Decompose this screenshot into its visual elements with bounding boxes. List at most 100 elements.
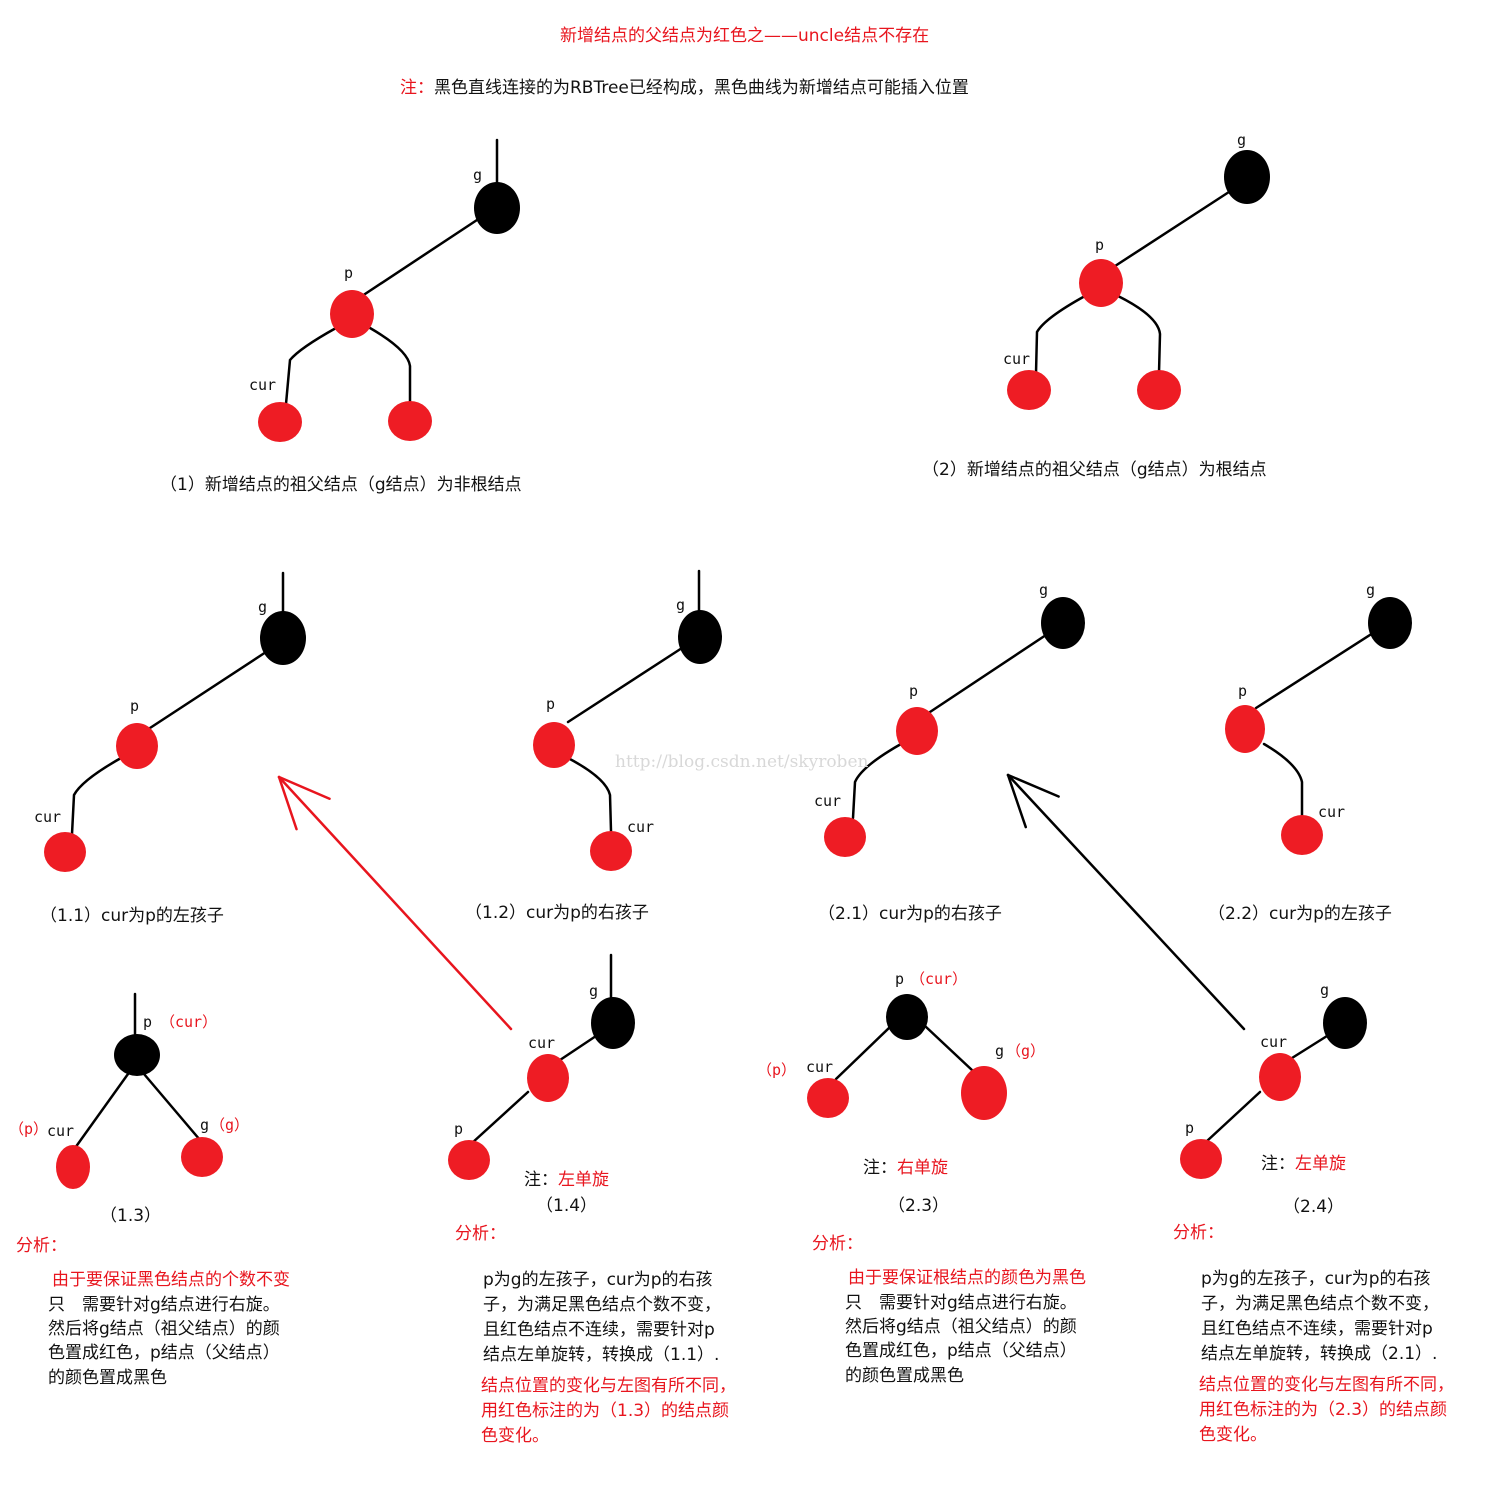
- node-label-p: p: [895, 970, 905, 988]
- tree-edge: [1290, 1034, 1329, 1060]
- node-g-black: [1224, 150, 1270, 204]
- analysis-2-3-line: 然后将g结点（祖父结点）的颜: [845, 1317, 1077, 1337]
- node-label-g: g: [995, 1042, 1005, 1060]
- tree-edge: [470, 1090, 530, 1145]
- analysis-1-4-red-line: 色变化。: [481, 1426, 549, 1446]
- caption-2-2: （2.2）cur为p的左孩子: [1208, 904, 1392, 924]
- watermark: http://blog.csdn.net/skyroben: [615, 752, 869, 772]
- analysis-2-4-line: p为g的左孩子，cur为p的右孩: [1201, 1269, 1431, 1289]
- node-label-g: g: [1320, 981, 1330, 999]
- arrow-shaft: [277, 775, 513, 1031]
- tree-edge: [834, 1024, 893, 1081]
- node-label-cur: cur: [1260, 1033, 1288, 1051]
- analysis-1-4-red-line: 用红色标注的为（1.3）的结点颜: [481, 1401, 730, 1421]
- node-g-red: [961, 1066, 1007, 1120]
- caption-1-3: （1.3）: [100, 1206, 162, 1226]
- node-p-red: [896, 707, 938, 755]
- analysis-1-3-line: 色置成红色，p结点（父结点）: [48, 1343, 280, 1363]
- node-label-cur: cur: [528, 1034, 556, 1052]
- node-g-red: [181, 1137, 223, 1177]
- note-prefix: 注：: [400, 78, 434, 98]
- node-label-p: p: [909, 682, 919, 700]
- edges-layer: [70, 138, 1375, 1150]
- insert-curve: [284, 326, 338, 406]
- note-text: 黑色直线连接的为RBTree已经构成，黑色曲线为新增结点可能插入位置: [434, 78, 969, 98]
- analysis-1-3-line: 然后将g结点（祖父结点）的颜: [48, 1319, 280, 1339]
- node-label-g: g: [473, 166, 483, 184]
- tree-edge: [1110, 188, 1234, 270]
- transform-arrow-red: [277, 775, 513, 1031]
- insert-curve: [566, 756, 613, 833]
- node-p-red: [1180, 1139, 1222, 1179]
- node-label-cur: cur: [814, 792, 842, 810]
- tree-edge: [360, 216, 482, 298]
- node-label-p: p: [1238, 682, 1248, 700]
- rotation-prefix: 注：: [863, 1158, 897, 1178]
- rotation-prefix: 注：: [1261, 1154, 1295, 1174]
- caption-1-4: （1.4）: [536, 1196, 598, 1216]
- node-label-p-cur: （cur）: [910, 970, 968, 988]
- node-label-cur: cur: [627, 818, 655, 836]
- analysis-2-4-red-line: 结点位置的变化与左图有所不同，: [1199, 1375, 1454, 1395]
- node-label-p: p: [1185, 1119, 1195, 1137]
- node-label-g: g: [1366, 581, 1376, 599]
- analysis-2-3-line: 只 需要针对g结点进行右旋。: [845, 1293, 1077, 1313]
- analysis-1-4-line: 且红色结点不连续，需要针对p: [483, 1320, 715, 1340]
- node-label-p: p: [454, 1120, 464, 1138]
- node-p-black: [886, 994, 928, 1040]
- node-cur-red: [44, 832, 86, 872]
- node-label-g: g: [1039, 581, 1049, 599]
- node-p-red: [448, 1140, 490, 1180]
- node-cur-red: [1281, 815, 1323, 855]
- analysis-heading-2-4: 分析：: [1173, 1223, 1224, 1243]
- node-g-black: [474, 182, 520, 234]
- arrow-head: [1006, 773, 1060, 798]
- node-p-red: [330, 290, 374, 338]
- node-label-cur: cur: [47, 1122, 75, 1140]
- tree-edge: [566, 646, 684, 724]
- analysis-1-3-line: 的颜色置成黑色: [48, 1368, 167, 1388]
- page-title: 新增结点的父结点为红色之——uncle结点不存在: [560, 26, 930, 46]
- node-label-g: g: [200, 1116, 210, 1134]
- rotation-prefix: 注：: [524, 1170, 558, 1190]
- caption-1: （1）新增结点的祖父结点（g结点）为非根结点: [160, 475, 522, 495]
- node-label-cur: cur: [249, 376, 277, 394]
- analysis-2-3-line: 的颜色置成黑色: [845, 1366, 964, 1386]
- tree-edge: [1205, 1090, 1262, 1143]
- node-cur-red: [824, 817, 866, 857]
- rotation-note-2-4: 注：左单旋: [1261, 1156, 1346, 1173]
- rotation-label: 右单旋: [897, 1158, 948, 1178]
- caption-2: （2）新增结点的祖父结点（g结点）为根结点: [922, 460, 1267, 480]
- node-label-g-g: （g）: [210, 1116, 250, 1134]
- analysis-1-3-line: 只 需要针对g结点进行右旋。: [48, 1295, 280, 1315]
- caption-1-2: （1.2）cur为p的右孩子: [465, 903, 649, 923]
- node-label-p: p: [344, 264, 354, 282]
- caption-2-4: （2.4）: [1283, 1197, 1345, 1217]
- analysis-1-4-line: 子，为满足黑色结点个数不变，: [483, 1295, 721, 1315]
- node-cur-red: [807, 1078, 849, 1118]
- node-p-red: [116, 723, 158, 769]
- analysis-2-4-line: 且红色结点不连续，需要针对p: [1201, 1319, 1433, 1339]
- caption-1-1: （1.1）cur为p的左孩子: [40, 906, 224, 926]
- tree-edge: [928, 633, 1048, 714]
- caption-2-3: （2.3）: [888, 1196, 950, 1216]
- rotation-note-1-4: 注：左单旋: [524, 1172, 609, 1189]
- insert-curve: [368, 326, 412, 407]
- tree-edge: [148, 650, 268, 730]
- transform-arrow-black: [1006, 773, 1246, 1031]
- rotation-note-2-3: 注：右单旋: [863, 1160, 948, 1177]
- node-label-g: g: [258, 598, 268, 616]
- node-label-g: g: [589, 982, 599, 1000]
- arrow-shaft: [1006, 773, 1246, 1031]
- tree-edge: [73, 1072, 130, 1150]
- node-cur-red: [590, 831, 632, 871]
- insert-curve: [1034, 294, 1087, 375]
- rotation-label: 左单旋: [558, 1170, 609, 1190]
- note-line: 注：黑色直线连接的为RBTree已经构成，黑色曲线为新增结点可能插入位置: [400, 80, 969, 97]
- analysis-heading-1-4: 分析：: [455, 1224, 506, 1244]
- insert-curve: [851, 742, 903, 820]
- node-g-black: [1323, 997, 1367, 1049]
- node-red: [1137, 370, 1181, 410]
- analysis-2-4-line: 子，为满足黑色结点个数不变，: [1201, 1294, 1439, 1314]
